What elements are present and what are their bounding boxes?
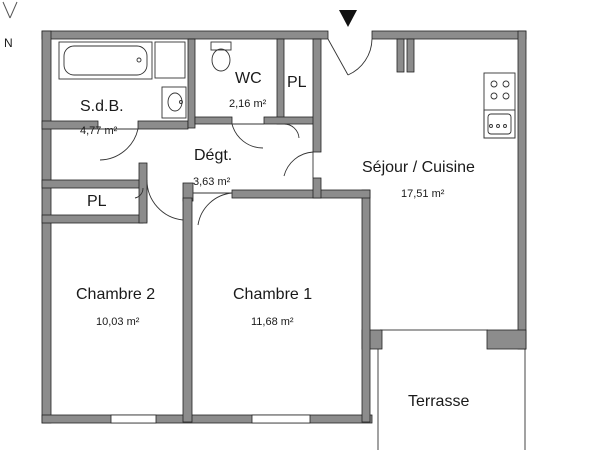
entrance-arrow-icon bbox=[339, 10, 357, 27]
north-arrow-icon: N bbox=[2, 1, 18, 50]
windows bbox=[110, 414, 311, 424]
walls bbox=[41, 30, 527, 424]
doors bbox=[98, 38, 373, 226]
room-area-chambre2: 10,03 m² bbox=[96, 316, 140, 328]
room-name-sejour: Séjour / Cuisine bbox=[362, 159, 475, 176]
sink-icon bbox=[483, 109, 516, 139]
room-area-degt: 3,63 m² bbox=[193, 176, 231, 188]
bathtub-icon bbox=[58, 41, 153, 80]
storage-box bbox=[154, 41, 186, 79]
washbasin-icon bbox=[161, 86, 187, 119]
room-name-chambre2: Chambre 2 bbox=[76, 286, 155, 303]
room-name-pl-top: PL bbox=[287, 74, 307, 91]
room-name-chambre1: Chambre 1 bbox=[233, 286, 312, 303]
room-area-sdb: 4,77 m² bbox=[80, 125, 118, 137]
room-name-degt: Dégt. bbox=[194, 147, 232, 164]
terrace-railing bbox=[377, 329, 526, 450]
room-area-wc: 2,16 m² bbox=[229, 98, 267, 110]
stove-icon bbox=[483, 72, 516, 139]
room-area-chambre1: 11,68 m² bbox=[251, 316, 294, 328]
room-name-wc: WC bbox=[235, 70, 262, 87]
toilet-icon bbox=[210, 41, 232, 72]
room-name-pl-left: PL bbox=[87, 193, 107, 210]
room-name-sdb: S.d.B. bbox=[80, 98, 124, 115]
room-name-terrasse: Terrasse bbox=[408, 393, 469, 410]
room-area-sejour: 17,51 m² bbox=[401, 188, 445, 200]
compass-label: N bbox=[4, 36, 13, 50]
